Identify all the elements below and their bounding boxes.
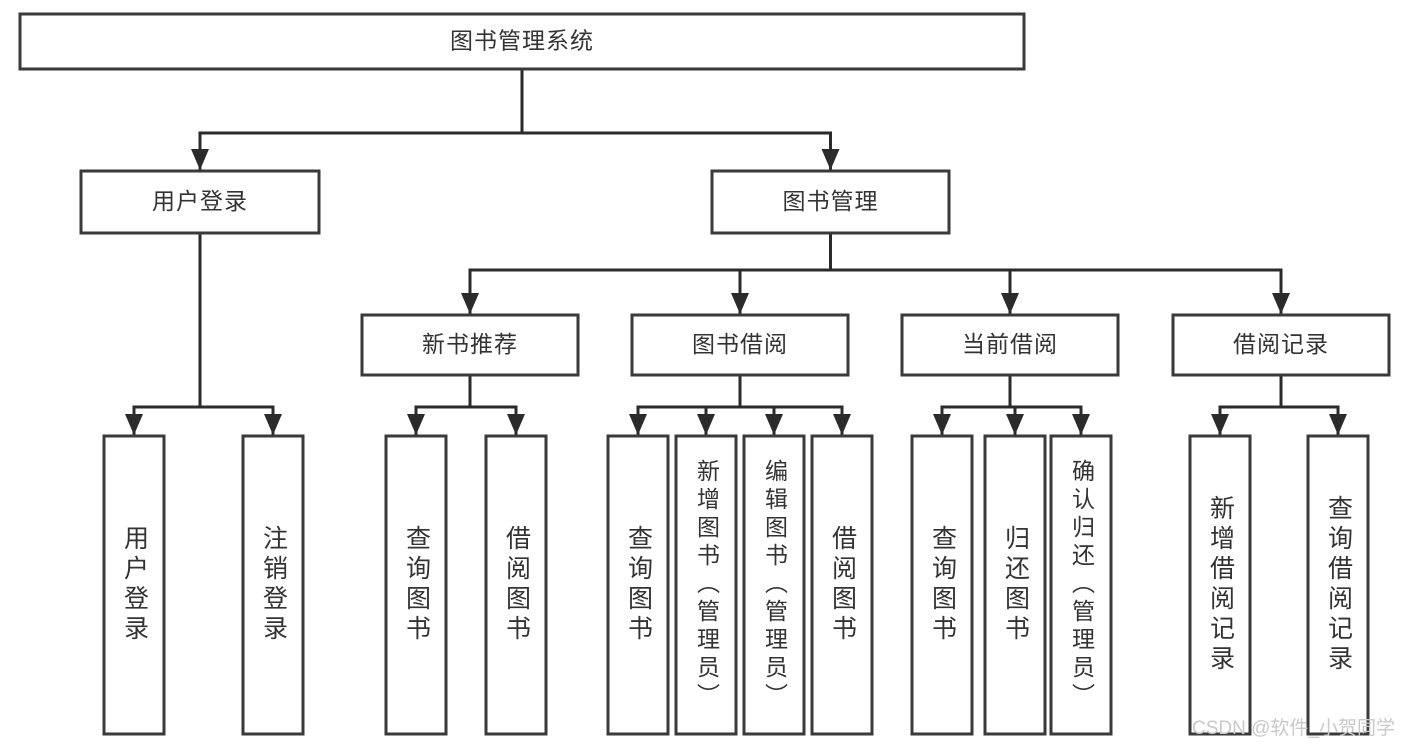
- leaf-current-borrow-arrow-2: [1072, 414, 1090, 435]
- leaf-user-login-arrow-0: [125, 414, 143, 435]
- box-borrow-record[interactable]: [1171, 313, 1391, 377]
- book-manage-arrow-3: [1272, 293, 1290, 314]
- leaf-book-borrow-arrow-2: [765, 414, 783, 435]
- book-manage-arrow-0: [461, 293, 479, 314]
- box-book-borrow-label: 图书借阅: [692, 331, 788, 357]
- leaf-current-borrow-arrow-0: [933, 414, 951, 435]
- box-current-borrow[interactable]: [900, 313, 1120, 377]
- root-box-label: 图书管理系统: [450, 28, 594, 54]
- leaf-book-borrow-arrow-0: [629, 414, 647, 435]
- leaf-borrow-record-arrow-0: [1211, 414, 1229, 435]
- leaf-borrow-record-arrow-1: [1329, 414, 1347, 435]
- box-book-manage-label: 图书管理: [783, 188, 879, 214]
- watermark: CSDN @软件_小贺同学: [1192, 718, 1395, 739]
- box-borrow-record-label: 借阅记录: [1233, 331, 1329, 357]
- leaf-box-leaf-edit-book-admin[interactable]: [742, 434, 806, 736]
- box-new-book-recommend-label: 新书推荐: [422, 331, 518, 357]
- root-arrow-1: [821, 149, 840, 170]
- box-book-borrow[interactable]: [630, 313, 850, 377]
- connector-layer: [125, 67, 1347, 437]
- leaf-current-borrow-arrow-1: [1006, 414, 1024, 435]
- leaf-box-leaf-query-book-1[interactable]: [384, 434, 448, 736]
- leaf-new-book-recommend-arrow-1: [507, 414, 525, 435]
- box-book-manage[interactable]: [710, 169, 951, 235]
- leaf-user-login-arrow-1: [264, 414, 282, 435]
- leaf-box-leaf-add-borrow-record[interactable]: [1188, 434, 1252, 736]
- leaf-box-leaf-query-book-3[interactable]: [910, 434, 974, 736]
- leaf-book-borrow-arrow-1: [697, 414, 715, 435]
- leaf-box-leaf-add-book-admin[interactable]: [674, 434, 738, 736]
- leaf-book-borrow-arrow-3: [833, 414, 851, 435]
- leaf-box-leaf-borrow-book-1[interactable]: [484, 434, 548, 736]
- leaf-box-leaf-confirm-return[interactable]: [1049, 434, 1113, 736]
- leaf-box-leaf-return-book[interactable]: [983, 434, 1047, 736]
- leaf-box-leaf-query-borrow-record[interactable]: [1306, 434, 1370, 736]
- box-user-login[interactable]: [79, 169, 321, 235]
- leaf-new-book-recommend-arrow-0: [407, 414, 425, 435]
- root-box[interactable]: [18, 12, 1026, 71]
- leaf-box-leaf-query-book-2[interactable]: [606, 434, 670, 736]
- book-manage-arrow-1: [731, 293, 749, 314]
- box-current-borrow-label: 当前借阅: [962, 331, 1058, 357]
- leaf-box-leaf-user-login[interactable]: [102, 434, 166, 736]
- leaf-box-leaf-user-logout[interactable]: [241, 434, 305, 736]
- book-manage-arrow-2: [1001, 293, 1019, 314]
- root-arrow-0: [191, 149, 209, 170]
- leaf-box-leaf-borrow-book-2[interactable]: [810, 434, 874, 736]
- box-new-book-recommend[interactable]: [360, 313, 580, 377]
- box-user-login-label: 用户登录: [152, 188, 248, 214]
